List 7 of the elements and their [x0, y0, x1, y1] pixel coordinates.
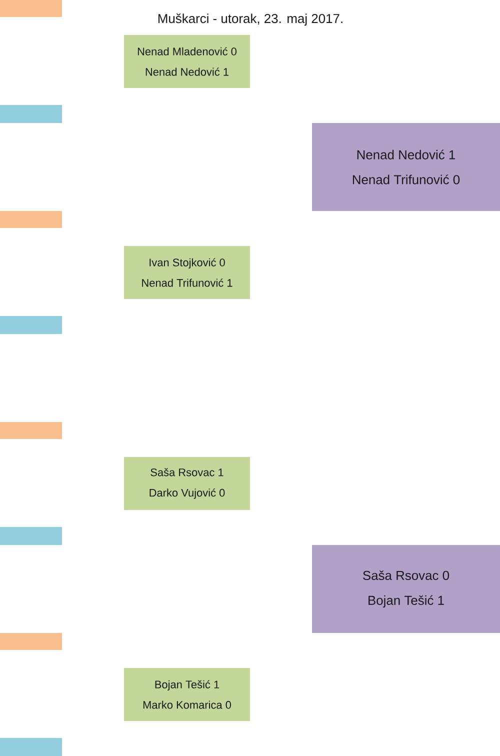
score-box: Nenad Nedović 1 Nenad Trifunović 0	[312, 123, 500, 211]
score-box: Bojan Tešić 1 Marko Komarica 0	[124, 668, 250, 721]
score-box: Nenad Mladenović 0 Nenad Nedović 1	[124, 35, 250, 88]
score-box: Saša Rsovac 1 Darko Vujović 0	[124, 457, 250, 510]
title: Muškarci - utorak, 23. maj 2017.	[158, 14, 342, 26]
score-box: Saša Rsovac 0 Bojan Tešić 1	[312, 545, 500, 633]
score-box: Ivan Stojković 0 Nenad Trifunović 1	[124, 246, 250, 299]
